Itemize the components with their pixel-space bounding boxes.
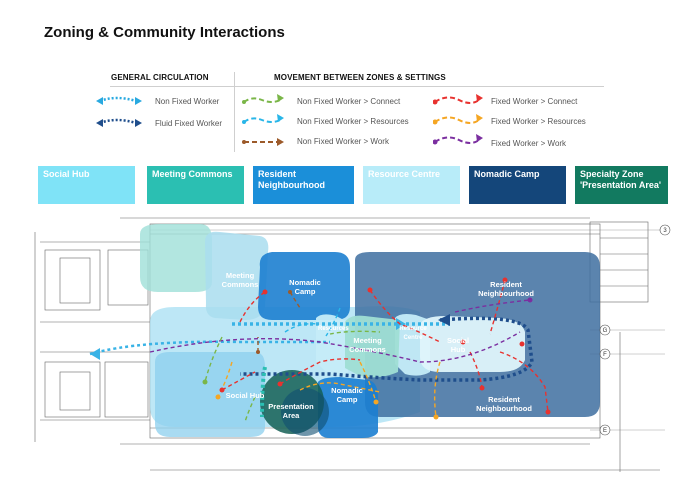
label-meeting-commons-mid: Meeting Commons (349, 336, 386, 354)
non-fixed-worker-line (99, 96, 137, 103)
legend-nfw-work: Non Fixed Worker > Work (297, 137, 389, 146)
dot-icon (433, 139, 438, 145)
nfw-connect-line (243, 97, 281, 103)
arrowhead-icon (476, 134, 483, 142)
non-fixed-worker-path-left (89, 340, 330, 356)
fluid-fixed-worker-line (99, 118, 137, 125)
label-social-hub-right: Social Hub (446, 336, 470, 354)
legend-divider-vertical (234, 72, 235, 152)
nomadic-camp-top-zone (258, 252, 350, 320)
grid-markers (599, 224, 671, 436)
zone-box-nomadic-camp: Nomadic Camp (469, 166, 566, 204)
label-resident-neighbourhood-top: Resident Neighbourhood (478, 280, 534, 298)
social-hub-right-zone (420, 316, 525, 372)
zone-box-social-hub: Social Hub (38, 166, 135, 204)
fw-work-line (434, 136, 480, 144)
fw-resources-line (434, 116, 480, 124)
movement-dots (202, 277, 551, 420)
dot-icon (242, 140, 246, 144)
movement-legend-lines-right (433, 94, 483, 145)
social-hub-left-zone (155, 352, 265, 437)
zone-box-specialty-zone: Specialty Zone 'Presentation Area' (575, 166, 668, 204)
label-resources-mid: Resources (318, 326, 349, 332)
arrowhead-icon (135, 97, 142, 105)
grid-marker-g: G (603, 328, 608, 334)
movement-paths (149, 279, 549, 423)
legend-fluid-fixed-worker: Fluid Fixed Worker (155, 119, 222, 128)
page-title: Zoning & Community Interactions (44, 24, 285, 41)
arrowhead-icon (277, 114, 284, 122)
zone-box-meeting-commons: Meeting Commons (147, 166, 244, 204)
arrowhead-icon (476, 94, 483, 102)
grid-marker-f: F (603, 352, 607, 358)
general-legend-lines (96, 96, 142, 127)
label-resource-centre: Resource Centre (399, 326, 427, 341)
zone-box-resident-neighbourhood: Resident Neighbourhood (253, 166, 354, 204)
legend-divider-horizontal (110, 86, 604, 87)
grid-marker-e: E (603, 428, 607, 434)
nfw-resources-line (243, 117, 281, 123)
legend-fw-connect: Fixed Worker > Connect (491, 97, 578, 106)
label-social-hub-left: Social Hub (225, 391, 265, 400)
legend-nfw-connect: Non Fixed Worker > Connect (297, 97, 401, 106)
floor-plan: 3 G F E (34, 217, 671, 472)
arrowhead-icon (396, 318, 406, 330)
arrowhead-icon (438, 314, 450, 326)
dot-icon (242, 120, 246, 124)
legend-nfw-resources: Non Fixed Worker > Resources (297, 117, 409, 126)
presentation-area-overlay (281, 388, 329, 436)
dot-icon (433, 99, 438, 105)
label-presentation-area: Presentation Area (268, 402, 314, 420)
grid-marker-3: 3 (663, 228, 667, 234)
nomadic-camp-bottom-zone (318, 377, 378, 438)
legend-fw-work: Fixed Worker > Work (491, 139, 567, 148)
label-meeting-commons-top: Meeting Commons (221, 271, 259, 289)
legend-non-fixed-worker: Non Fixed Worker (155, 97, 220, 106)
movement-legend-lines-left (242, 94, 284, 146)
general-circulation-heading: GENERAL CIRCULATION (111, 73, 209, 82)
arrowhead-icon (96, 119, 103, 127)
arrowhead-icon (96, 97, 103, 105)
fluid-fixed-worker-path (240, 316, 534, 382)
label-resident-neighbourhood-bottom: Resident Neighbourhood (476, 395, 532, 413)
arrowhead-icon (135, 119, 142, 127)
meeting-commons-dotted-path (260, 366, 267, 418)
zone-box-resource-centre: Resource Centre (363, 166, 460, 204)
legend-fw-resources: Fixed Worker > Resources (491, 117, 586, 126)
meeting-commons-top-zone (140, 224, 212, 292)
movement-heading: MOVEMENT BETWEEN ZONES & SETTINGS (274, 73, 446, 82)
meeting-commons-top-blob (205, 231, 269, 320)
arrowhead-icon (476, 114, 483, 122)
arrowhead-icon (277, 94, 284, 102)
label-nomadic-camp-bottom: Nomadic Camp (331, 386, 363, 404)
arrowhead-icon (277, 138, 284, 146)
dot-icon (242, 100, 246, 104)
fw-connect-line (434, 96, 480, 104)
label-nomadic-camp-top: Nomadic Camp (289, 278, 321, 296)
arrowhead-icon (90, 348, 100, 360)
dot-icon (433, 119, 438, 125)
